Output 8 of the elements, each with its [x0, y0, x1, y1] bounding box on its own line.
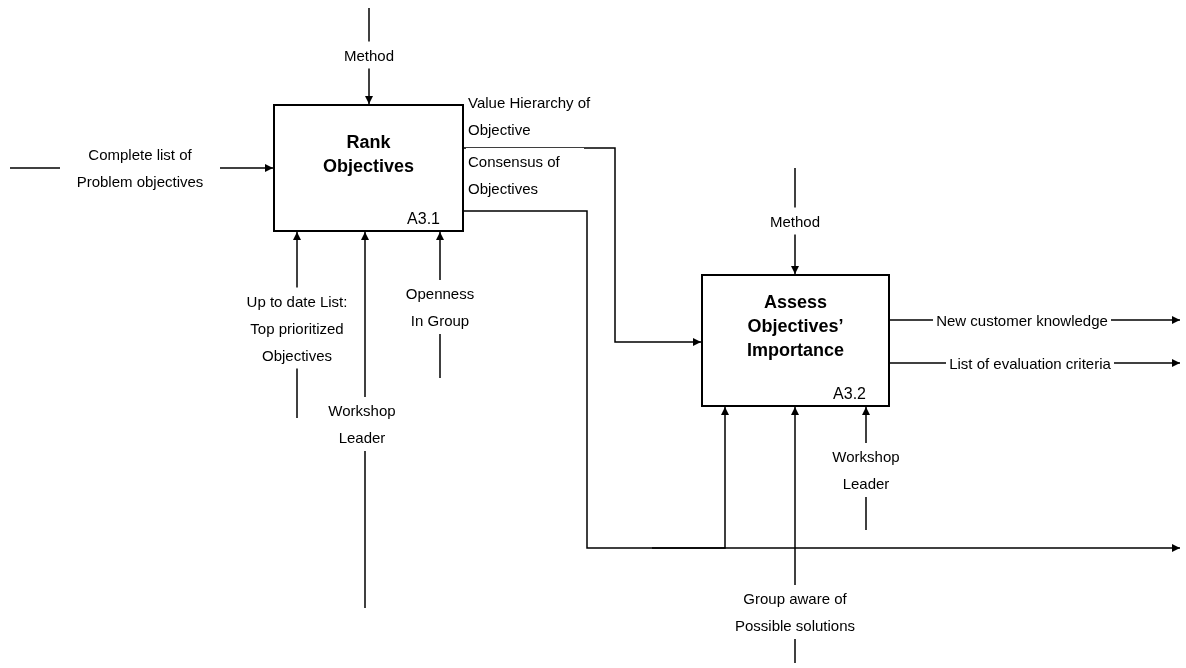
process-box: [701, 274, 890, 407]
node-number: A3.2: [833, 385, 866, 403]
arrow: [463, 147, 702, 346]
process-title: Rank Objectives: [321, 131, 415, 178]
process-title: Assess Objectives’ Importance: [746, 291, 845, 362]
node-number: A3.1: [407, 210, 440, 228]
process-box: [273, 104, 464, 232]
arrow: [651, 544, 1181, 552]
